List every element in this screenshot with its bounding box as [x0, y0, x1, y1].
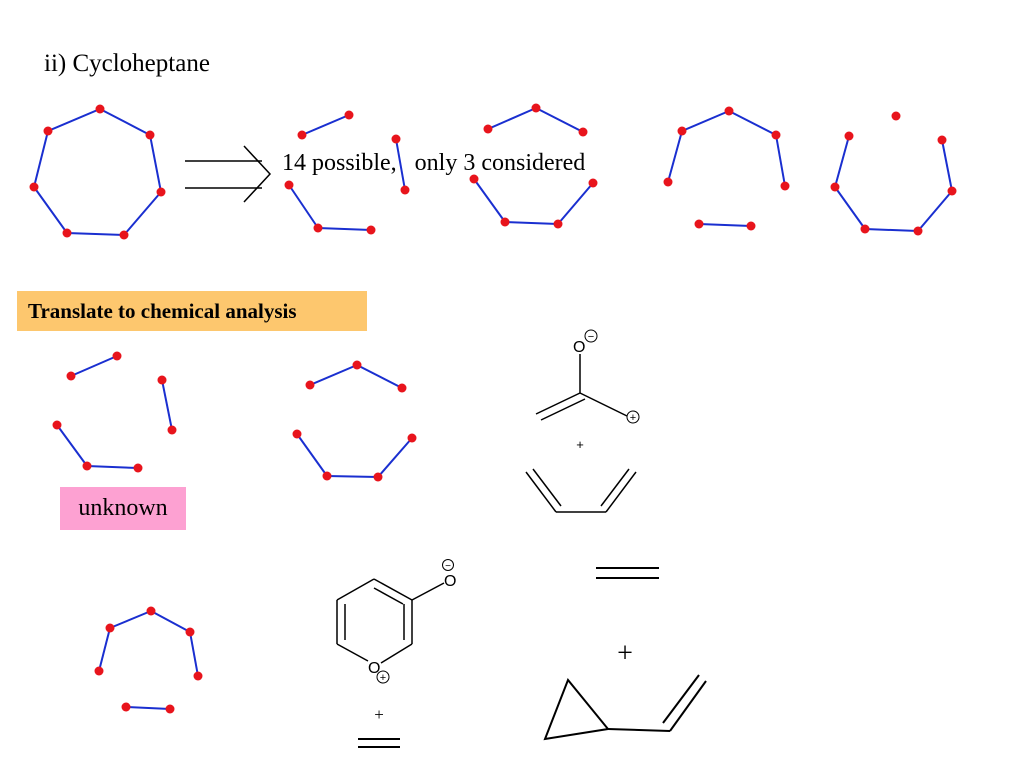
pyrylium-oxide-structure: O + O − [336, 559, 456, 684]
pyrylium-exo-oxygen-label: O [444, 573, 456, 590]
butadiene-structure [525, 468, 637, 513]
vinylcyclopropane-structure [543, 674, 707, 741]
negative-charge-icon [442, 559, 454, 571]
analysis-graph-a [52, 351, 177, 473]
analysis-graph-c [94, 606, 203, 714]
cycloheptane-ring-nodes [29, 104, 166, 240]
cycloheptane-ring-graph [32, 107, 163, 237]
disconnection-graph-2 [469, 103, 598, 229]
plus-sign-pyrylium: + [374, 705, 384, 724]
plus-sign-large: + [617, 638, 633, 669]
ethylene-structure-right [596, 567, 659, 579]
disconnection-graph-4 [830, 111, 957, 236]
plus-sign-oxyallyl: + [576, 437, 584, 452]
disconnection-graph-3 [663, 106, 790, 231]
disconnection-graph-1 [284, 110, 410, 235]
analysis-graph-b [292, 360, 417, 482]
pyrylium-exo-oxygen-charge: − [445, 561, 451, 572]
unknown-label: unknown [60, 487, 186, 530]
oxyallyl-carbon-charge: + [630, 412, 636, 424]
ethylene-structure-bottom [358, 738, 400, 748]
pyrylium-ring-oxygen-charge: + [380, 672, 386, 684]
pyrylium-ring-oxygen-label: O [368, 660, 380, 677]
positive-charge-icon [626, 410, 640, 424]
retrosynthesis-arrow-icon [185, 145, 272, 203]
oxyallyl-oxygen-charge: − [588, 331, 594, 343]
disconnection-note: 14 possible, only 3 considered [282, 150, 585, 176]
translate-to-chemical-analysis-label: Translate to chemical analysis [17, 291, 367, 331]
positive-charge-icon [376, 670, 390, 684]
slide-title: ii) Cycloheptane [44, 50, 210, 77]
oxyallyl-oxygen-label: O [573, 339, 585, 356]
negative-charge-icon [584, 329, 598, 343]
oxyallyl-zwitterion-structure: O − + [535, 329, 640, 424]
